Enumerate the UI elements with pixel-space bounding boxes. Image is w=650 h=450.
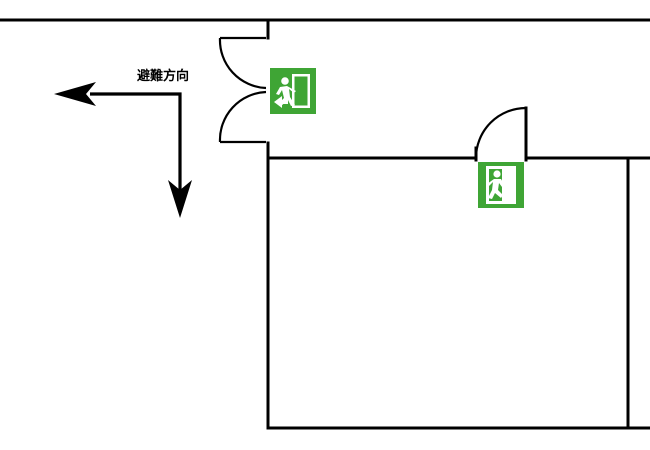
exit-sign-corridor: [270, 68, 316, 114]
double-swing-door: [218, 36, 267, 144]
exit-sign-room-door: [478, 162, 524, 208]
arrow-head-down-icon: [168, 180, 192, 218]
evacuation-direction-arrow: [54, 82, 192, 218]
emergency-exit-running-figure-icon: [486, 166, 516, 204]
room-door-swing-arc: [474, 106, 527, 159]
evacuation-direction-label: 避難方向: [137, 68, 189, 84]
door-swing-arc-upper: [218, 37, 267, 90]
door-swing-arc-lower: [218, 90, 267, 143]
room-door: [474, 106, 527, 159]
walls: [0, 18, 650, 430]
arrow-head-left-icon: [54, 82, 96, 106]
evacuation-arrow-path: [90, 92, 182, 190]
